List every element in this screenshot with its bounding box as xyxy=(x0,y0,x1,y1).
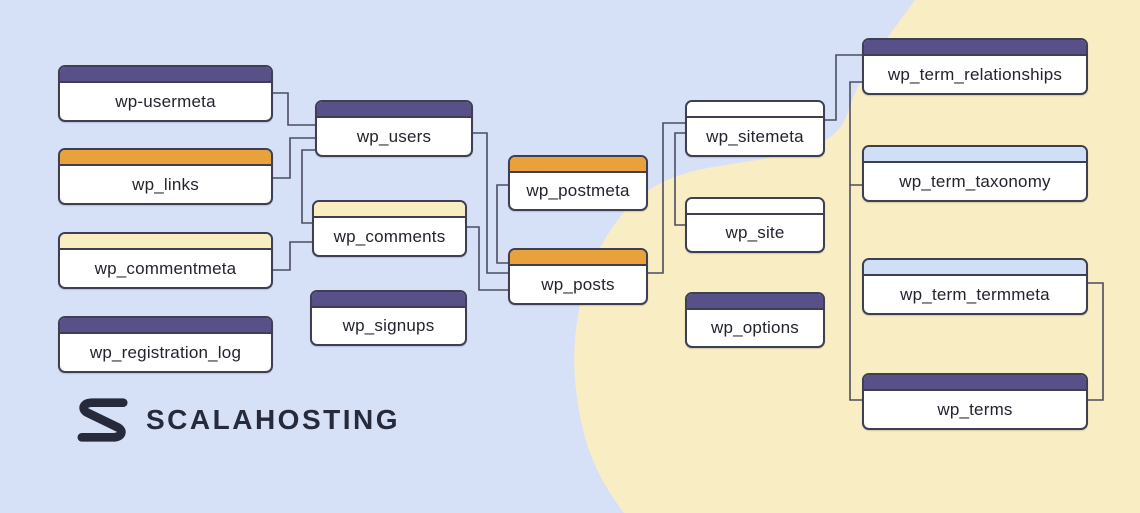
table-header-bar xyxy=(314,202,465,218)
table-label: wp_term_termmeta xyxy=(900,284,1050,304)
connector-wp_sitemeta-to-wp_site xyxy=(674,132,685,226)
table-header-bar xyxy=(687,102,823,118)
table-wp_options: wp_options xyxy=(685,292,825,348)
connector-wp_term_relationships-to-wp_term_taxonomy xyxy=(849,81,862,186)
table-header-bar xyxy=(60,234,271,250)
table-label: wp_registration_log xyxy=(89,342,242,362)
table-label: wp_links xyxy=(132,174,199,194)
table-label: wp_users xyxy=(356,126,432,146)
table-label: wp_terms xyxy=(937,399,1013,419)
table-label: wp-usermeta xyxy=(115,91,216,111)
table-wp_site: wp_site xyxy=(685,197,825,253)
table-wp_comments: wp_comments xyxy=(312,200,467,257)
table-label: wp_options xyxy=(710,318,799,337)
table-header-bar xyxy=(864,375,1086,391)
table-header-bar xyxy=(510,157,646,173)
connector-wp_postmeta-to-wp_posts xyxy=(496,184,508,264)
table-wp_terms: wp_terms xyxy=(862,373,1088,430)
connector-wp_term_termmeta-to-wp_terms xyxy=(1088,282,1104,401)
connector-wp_sitemeta-to-wp_term_relationships xyxy=(825,54,862,121)
table-wp_sitemeta: wp_sitemeta xyxy=(685,100,825,157)
connector-wp_term_taxonomy-to-wp_terms xyxy=(849,185,862,401)
connectors-group xyxy=(273,54,1104,401)
table-label: wp_comments xyxy=(333,226,446,246)
table-label: wp_commentmeta xyxy=(94,258,237,278)
table-wp_term_taxonomy: wp_term_taxonomy xyxy=(862,145,1088,202)
table-label: wp_signups xyxy=(342,316,435,335)
scalahosting-s-icon xyxy=(77,398,128,442)
table-label: wp_posts xyxy=(541,274,615,294)
connector-wp_users-to-wp_comments xyxy=(301,149,315,224)
connector-wp-usermeta-to-wp_users xyxy=(273,92,315,126)
table-wp_links: wp_links xyxy=(58,148,273,205)
table-header-bar xyxy=(60,150,271,166)
table-wp_postmeta: wp_postmeta xyxy=(508,155,648,211)
connector-wp_commentmeta-to-wp_comments xyxy=(273,241,312,271)
table-header-bar xyxy=(60,67,271,83)
table-label: wp_postmeta xyxy=(526,181,630,200)
table-wp_term_termmeta: wp_term_termmeta xyxy=(862,258,1088,315)
table-wp-usermeta: wp-usermeta xyxy=(58,65,273,122)
table-label: wp_term_relationships xyxy=(887,64,1063,84)
table-header-bar xyxy=(864,40,1086,56)
logo-text: SCALAHOSTING xyxy=(146,404,400,435)
table-wp_commentmeta: wp_commentmeta xyxy=(58,232,273,289)
table-header-bar xyxy=(312,292,465,308)
table-wp_term_relationships: wp_term_relationships xyxy=(862,38,1088,95)
connector-wp_users-to-wp_posts xyxy=(473,132,508,274)
table-label: wp_site xyxy=(725,223,785,242)
table-label: wp_term_taxonomy xyxy=(899,171,1051,191)
table-header-bar xyxy=(60,318,271,334)
table-header-bar xyxy=(687,199,823,215)
table-header-bar xyxy=(317,102,471,118)
table-wp_users: wp_users xyxy=(315,100,473,157)
table-header-bar xyxy=(510,250,646,266)
table-label: wp_sitemeta xyxy=(706,126,804,146)
table-wp_registration_log: wp_registration_log xyxy=(58,316,273,373)
connector-wp_posts-to-wp_sitemeta xyxy=(648,122,685,274)
scalahosting-logo: SCALAHOSTING xyxy=(74,394,400,446)
connector-wp_links-to-wp_users xyxy=(273,137,315,179)
table-header-bar xyxy=(864,260,1086,276)
table-wp_posts: wp_posts xyxy=(508,248,648,305)
table-header-bar xyxy=(687,294,823,310)
table-header-bar xyxy=(864,147,1086,163)
connector-wp_comments-to-wp_posts xyxy=(467,226,508,291)
table-wp_signups: wp_signups xyxy=(310,290,467,346)
